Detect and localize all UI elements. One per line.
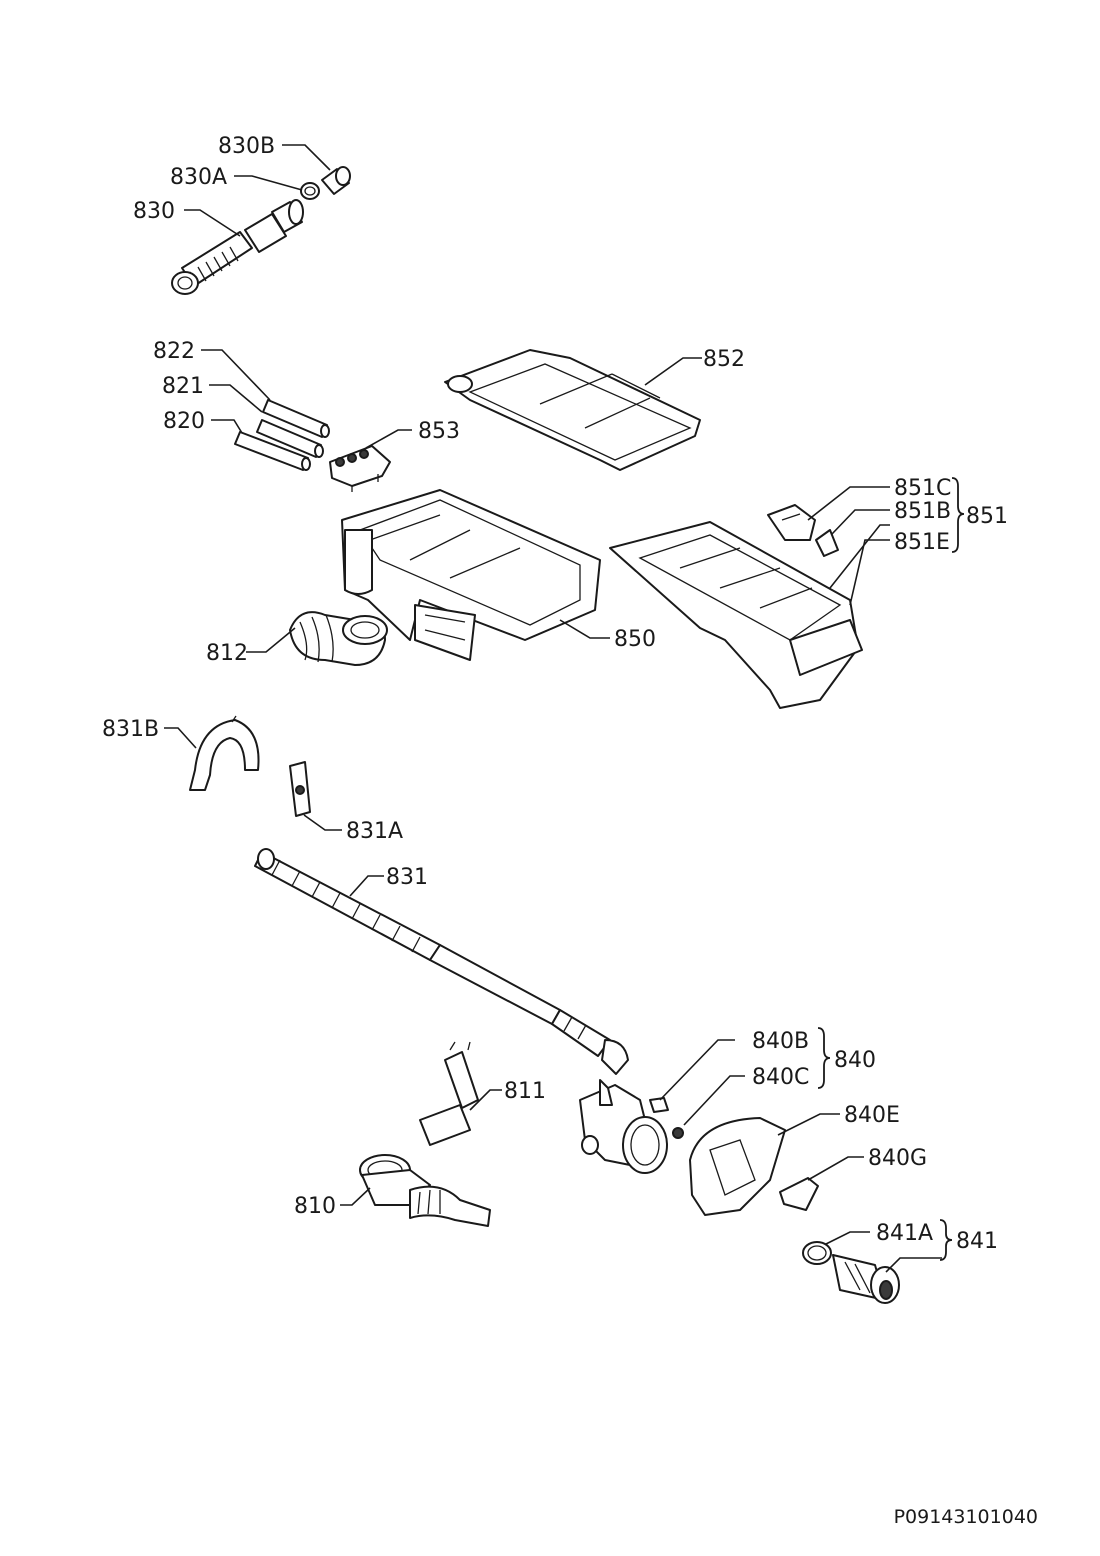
leader-831A bbox=[303, 814, 342, 831]
label-853: 853 bbox=[418, 419, 460, 444]
label-840: 840 bbox=[834, 1048, 876, 1073]
leader-853 bbox=[365, 429, 412, 449]
part-850-dispenser-housing bbox=[341, 489, 601, 661]
label-811: 811 bbox=[504, 1079, 546, 1104]
leader-812 bbox=[246, 627, 296, 653]
label-850: 850 bbox=[614, 627, 656, 652]
label-810: 810 bbox=[294, 1194, 336, 1219]
part-853-connector bbox=[329, 445, 391, 492]
leader-lines bbox=[164, 144, 942, 1273]
label-831A: 831A bbox=[346, 819, 403, 844]
label-831B: 831B bbox=[102, 717, 159, 742]
part-851-drawer bbox=[609, 521, 863, 709]
leader-841-line bbox=[885, 1257, 942, 1273]
label-820: 820 bbox=[163, 409, 205, 434]
label-840B: 840B bbox=[752, 1029, 809, 1054]
label-841A: 841A bbox=[876, 1221, 933, 1246]
label-830: 830 bbox=[133, 199, 175, 224]
leader-830A bbox=[234, 175, 303, 191]
brace-851 bbox=[951, 477, 965, 553]
label-840C: 840C bbox=[752, 1065, 809, 1090]
label-830B: 830B bbox=[218, 134, 275, 159]
brace-840 bbox=[817, 1027, 831, 1089]
part-830-inlet-hose bbox=[171, 199, 304, 295]
leader-840B bbox=[659, 1039, 735, 1101]
label-851E: 851E bbox=[894, 530, 950, 555]
label-840E: 840E bbox=[844, 1103, 900, 1128]
leader-852 bbox=[644, 357, 702, 386]
label-822: 822 bbox=[153, 339, 195, 364]
part-830B-filter bbox=[321, 166, 351, 195]
part-810-sump bbox=[359, 1154, 491, 1227]
label-821: 821 bbox=[162, 374, 204, 399]
part-840G-cover bbox=[779, 1177, 819, 1211]
label-851: 851 bbox=[966, 504, 1008, 529]
part-831-drain-hose bbox=[254, 848, 629, 1075]
leader-830B bbox=[282, 144, 331, 171]
leader-820 bbox=[211, 419, 243, 434]
label-851C: 851C bbox=[894, 476, 951, 501]
part-840B-seal bbox=[649, 1097, 669, 1113]
leader-851B bbox=[831, 509, 890, 535]
part-831A-clip bbox=[289, 761, 311, 817]
leader-821 bbox=[209, 384, 263, 413]
part-830A-washer bbox=[300, 182, 320, 200]
part-821-tube bbox=[256, 419, 324, 458]
label-851B: 851B bbox=[894, 499, 951, 524]
part-820-tube bbox=[234, 431, 311, 471]
leader-811 bbox=[469, 1089, 502, 1111]
label-841: 841 bbox=[956, 1229, 998, 1254]
part-831B-hose-guide bbox=[189, 715, 260, 791]
label-852: 852 bbox=[703, 347, 745, 372]
part-852-cover bbox=[444, 349, 701, 471]
leader-851C bbox=[807, 486, 890, 521]
leader-851-line bbox=[829, 524, 890, 589]
brace-841 bbox=[939, 1219, 953, 1261]
leader-851E bbox=[849, 539, 890, 606]
part-labels: 830B 830A 830 822 821 820 852 853 851C 8… bbox=[102, 134, 1008, 1254]
label-830A: 830A bbox=[170, 165, 227, 190]
part-840-pump bbox=[579, 1079, 668, 1174]
leader-840G bbox=[807, 1156, 864, 1181]
leader-831B bbox=[164, 727, 197, 749]
part-812-bellows bbox=[289, 611, 388, 666]
leader-822 bbox=[201, 349, 271, 401]
part-840C-grommet bbox=[672, 1127, 684, 1139]
leader-841A bbox=[825, 1231, 870, 1245]
part-851C-siphon-cap bbox=[767, 504, 816, 541]
part-851B-clip bbox=[815, 529, 839, 557]
document-id: P09143101040 bbox=[894, 1506, 1038, 1528]
leader-840C bbox=[683, 1075, 745, 1126]
leader-830 bbox=[184, 209, 241, 237]
part-840E-cover bbox=[689, 1117, 786, 1216]
part-822-tube bbox=[262, 399, 330, 438]
part-841-filter bbox=[832, 1254, 900, 1304]
leader-850 bbox=[559, 619, 610, 639]
leader-840E bbox=[777, 1113, 840, 1136]
leader-810 bbox=[340, 1187, 371, 1206]
label-831: 831 bbox=[386, 865, 428, 890]
leader-831 bbox=[349, 875, 384, 897]
label-840G: 840G bbox=[868, 1146, 927, 1171]
label-812: 812 bbox=[206, 641, 248, 666]
part-841A-o-ring bbox=[802, 1241, 832, 1265]
part-811-pipe bbox=[419, 1041, 479, 1146]
